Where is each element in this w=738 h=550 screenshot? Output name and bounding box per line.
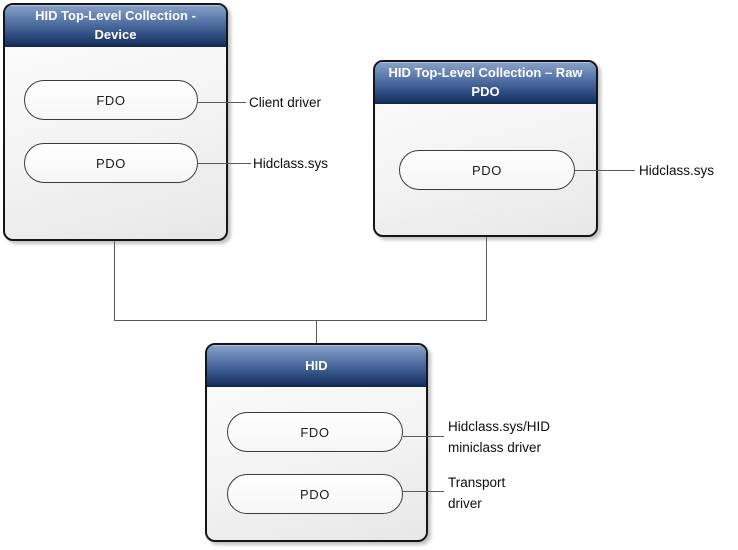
callout-hidclass-sys-device: Hidclass.sys [253,156,328,172]
connector-hidfdo-miniclass [403,436,444,437]
connector-fdo-client-driver [198,102,246,103]
box-title-line2: PDO [471,84,500,99]
connector-horizontal-bus [114,320,487,321]
callout-line1: Client driver [249,95,322,110]
box-title-line1: HID Top-Level Collection – Raw [388,65,583,80]
node-label: FDO [96,92,126,108]
box-hid: HID FDO PDO [205,343,428,542]
node-label: FDO [300,424,330,440]
callout-line1: Hidclass.sys [639,163,715,178]
node-label: PDO [472,162,502,178]
connector-device-box-down [114,241,115,320]
node-pill-fdo: FDO [24,80,198,120]
connector-pdo-hidclass [198,163,251,164]
node-pill-fdo: FDO [227,412,403,452]
node-pill-pdo: PDO [24,143,198,183]
box-hid-top-level-collection-device: HID Top-Level Collection - Device FDO PD… [3,3,228,241]
callout-line2: miniclass driver [448,440,542,455]
node-label: PDO [96,155,126,171]
connector-rawpdo-hidclass [575,170,635,171]
callout-hidclass-miniclass-driver: Hidclass.sys/HID miniclass driver [448,416,550,458]
box-title-line1: HID [305,357,328,373]
callout-line1: Transport [448,475,506,490]
box-title-line2: Device [94,27,137,42]
callout-line1: Hidclass.sys/HID [448,419,551,434]
callout-line1: Hidclass.sys [253,156,329,171]
connector-hidpdo-transport [403,491,444,492]
box-header: HID Top-Level Collection - Device [5,5,226,47]
callout-hidclass-sys-rawpdo: Hidclass.sys [639,163,714,179]
callout-transport-driver: Transport driver [448,472,505,514]
box-header: HID Top-Level Collection – Raw PDO [375,62,596,104]
connector-hid-box-up [316,320,317,343]
node-pill-pdo: PDO [227,474,403,514]
node-pill-pdo: PDO [399,150,575,190]
box-hid-top-level-collection-raw-pdo: HID Top-Level Collection – Raw PDO PDO [373,60,598,237]
box-header: HID [207,345,426,387]
callout-client-driver: Client driver [249,95,321,111]
node-label: PDO [300,486,330,502]
box-title-line1: HID Top-Level Collection - [35,8,196,23]
connector-rawpdo-box-down [486,237,487,320]
callout-line2: driver [448,496,482,511]
